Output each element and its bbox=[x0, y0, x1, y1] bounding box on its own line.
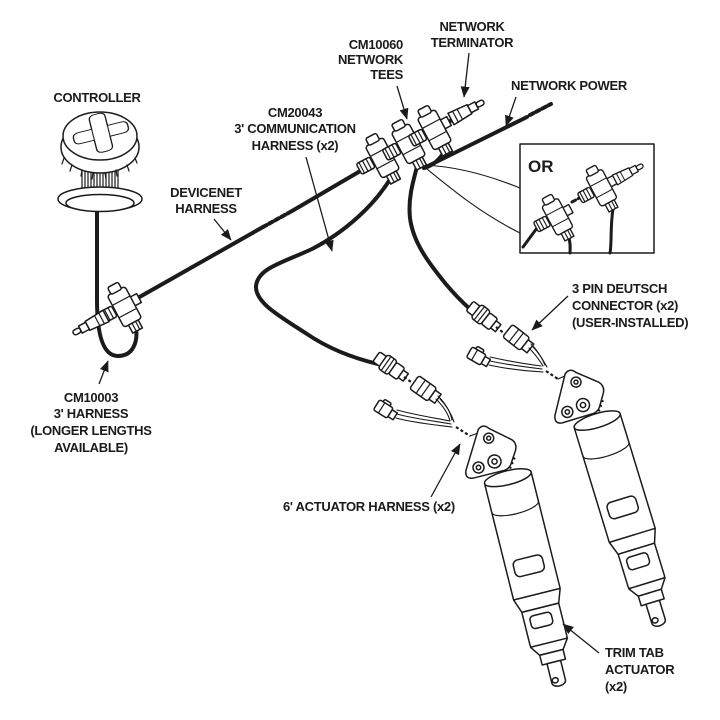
trim-tab-actuator-right bbox=[541, 358, 684, 639]
label-trim-tab-line-2: ACTUATOR bbox=[605, 662, 675, 677]
label-deutsch-connector: 3 PIN DEUTSCH CONNECTOR (x2) (USER-INSTA… bbox=[572, 281, 689, 330]
label-network-tees-line-3: TEES bbox=[370, 67, 403, 82]
label-controller: CONTROLLER bbox=[53, 90, 141, 105]
deutsch-connector-right-group bbox=[463, 298, 568, 380]
label-communication-harness-line-3: HARNESS (x2) bbox=[252, 138, 339, 153]
label-devicenet-harness-line-2: HARNESS bbox=[175, 201, 237, 216]
label-devicenet-harness: DEVICENET HARNESS bbox=[170, 185, 242, 216]
label-deutsch-line-1: 3 PIN DEUTSCH bbox=[572, 281, 667, 296]
label-cm10003-line-4: AVAILABLE) bbox=[54, 440, 128, 455]
actuator-harness-right bbox=[488, 343, 568, 380]
controller-illustration bbox=[57, 111, 143, 213]
label-deutsch-line-2: CONNECTOR (x2) bbox=[572, 298, 678, 313]
arrow-devicenet-harness bbox=[213, 218, 232, 241]
communication-harness-right bbox=[407, 161, 473, 312]
network-terminator-illustration bbox=[447, 95, 488, 126]
label-network-tees-line-1: CM10060 bbox=[349, 37, 403, 52]
devicenet-cable bbox=[134, 168, 364, 301]
label-or: OR bbox=[528, 157, 554, 176]
arrow-communication-harness bbox=[305, 156, 334, 252]
communication-harness-left bbox=[254, 174, 394, 366]
label-devicenet-harness-line-1: DEVICENET bbox=[170, 185, 242, 200]
actuator-harness-left bbox=[395, 395, 479, 437]
or-callout bbox=[421, 164, 521, 234]
label-network-tees: CM10060 NETWORK TEES bbox=[338, 37, 404, 82]
label-network-terminator: NETWORK TERMINATOR bbox=[431, 19, 515, 50]
arrow-network-terminator bbox=[460, 52, 470, 98]
arrow-deutsch-connector bbox=[531, 295, 569, 331]
label-network-tees-line-2: NETWORK bbox=[338, 52, 404, 67]
label-trim-tab-actuator: TRIM TAB ACTUATOR (x2) bbox=[605, 645, 676, 694]
label-cm10003-line-3: (LONGER LENGTHS bbox=[30, 423, 152, 438]
label-network-terminator-line-2: TERMINATOR bbox=[431, 35, 514, 50]
leader-arrows bbox=[98, 52, 600, 654]
label-cm10003-line-1: CM10003 bbox=[64, 390, 118, 405]
arrow-network-tees bbox=[396, 85, 409, 120]
arrow-cm10003-harness bbox=[98, 360, 109, 385]
label-cm10003-line-2: 3' HARNESS bbox=[54, 406, 129, 421]
label-actuator-harness: 6' ACTUATOR HARNESS (x2) bbox=[283, 499, 455, 514]
label-trim-tab-line-3: (x2) bbox=[605, 679, 627, 694]
arrow-network-power bbox=[505, 96, 517, 127]
label-communication-harness: CM20043 3' COMMUNICATION HARNESS (x2) bbox=[234, 105, 356, 153]
label-communication-harness-line-2: 3' COMMUNICATION bbox=[234, 121, 356, 136]
controller-terminator bbox=[69, 309, 110, 340]
controller-rocker-pad bbox=[72, 112, 130, 153]
label-cm10003-harness: CM10003 3' HARNESS (LONGER LENGTHS AVAIL… bbox=[30, 390, 152, 455]
controller-cable bbox=[95, 204, 139, 359]
label-network-power: NETWORK POWER bbox=[511, 78, 628, 93]
deutsch-connector-left-group bbox=[370, 348, 479, 437]
label-network-terminator-line-1: NETWORK bbox=[439, 19, 505, 34]
arrow-actuator-harness bbox=[430, 443, 461, 498]
label-deutsch-line-3: (USER-INSTALLED) bbox=[572, 315, 688, 330]
trim-tab-actuator-left bbox=[454, 416, 585, 697]
or-box bbox=[519, 143, 655, 255]
label-trim-tab-line-1: TRIM TAB bbox=[605, 645, 664, 660]
arrow-trim-tab-actuator bbox=[562, 623, 600, 654]
label-communication-harness-line-1: CM20043 bbox=[268, 105, 322, 120]
